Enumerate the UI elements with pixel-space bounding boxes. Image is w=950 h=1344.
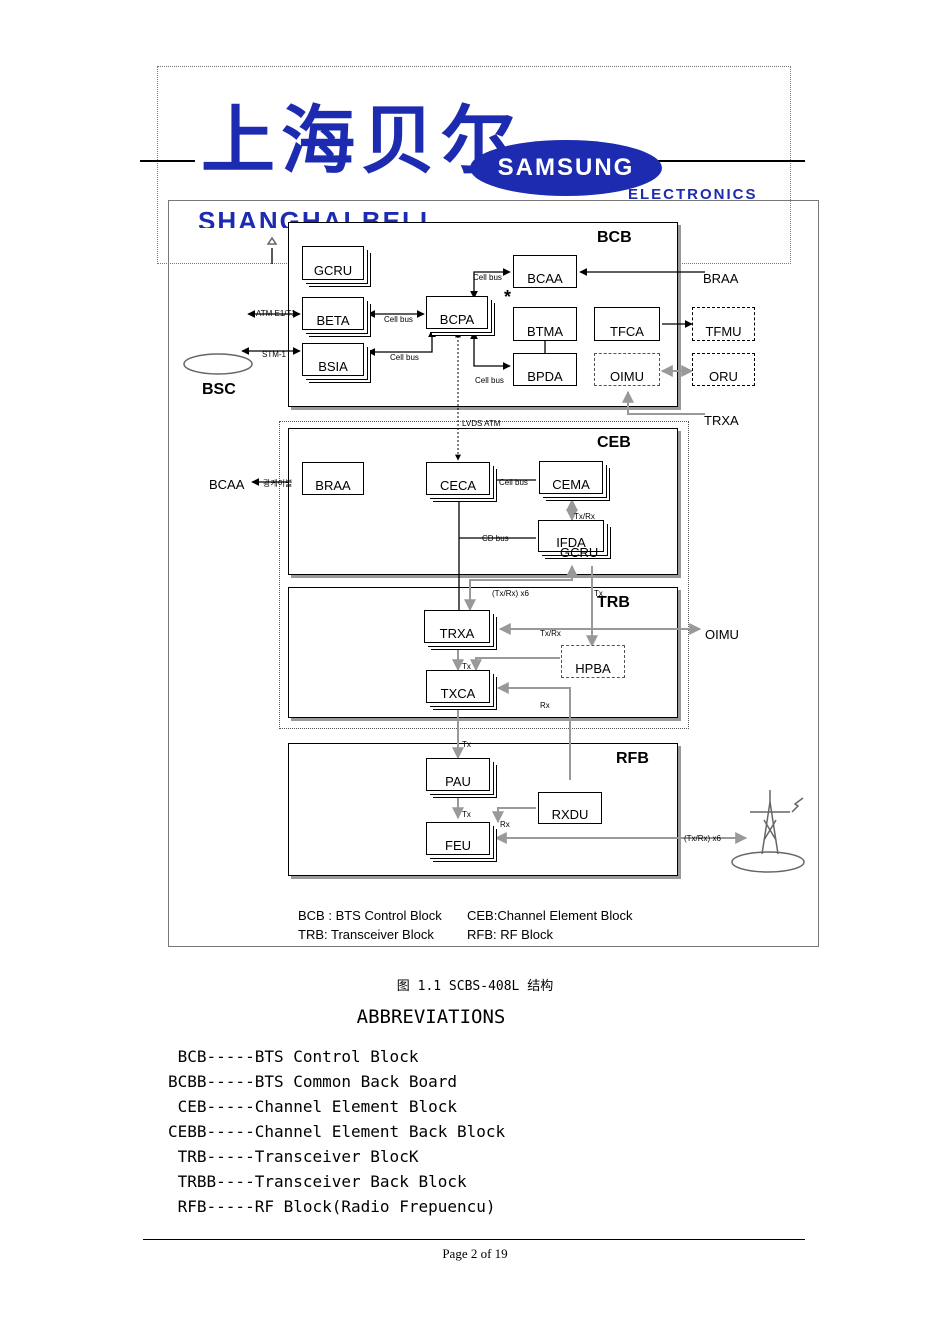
tfca-module: TFCA [594,307,660,341]
oru-module: ORU [692,353,755,386]
txrx-x6-label: (Tx/Rx) x6 [492,589,529,598]
bpda-module: BPDA [513,353,577,386]
cell-bus-label: Cell bus [390,353,419,362]
ceb-trb-dotted-frame [279,421,689,729]
figure-caption: 图 1.1 SCBS-408L 结构 [396,979,554,994]
btma-module: BTMA [513,307,577,341]
gcru-module: GCRU [302,246,364,280]
tx-label: Tx [462,810,471,819]
tx-label: Tx [462,662,471,671]
cd-bus-label: CD bus [482,534,509,543]
footer-rule [143,1239,805,1240]
bcb-title: BCB [597,229,632,246]
external-braa-label: BRAA [703,271,739,286]
txca-module: TXCA [426,670,490,703]
legend-bcb: BCB : BTS Control Block [298,908,442,923]
braa-module: BRAA [302,462,364,495]
abbreviation-item: BCBB-----BTS Common Back Board [168,1072,457,1091]
ceca-module: CECA [426,462,490,495]
feu-module: FEU [426,822,490,855]
asterisk-mark: * [504,287,512,307]
tfmu-module: TFMU [692,307,755,341]
optical-cable-label: 광케이블 [263,479,293,488]
ifda-module: IFDA [538,520,604,552]
txrx-label: Tx/Rx [574,512,595,521]
external-oimu-label: OIMU [705,627,739,642]
rx-label: Rx [540,701,550,710]
cell-bus-label: Cell bus [473,273,502,282]
abbreviation-item: CEBB-----Channel Element Back Block [168,1122,506,1141]
atm-e1t1-label: ATM E1/T1 [256,309,296,318]
abbreviation-item: TRBB----Transceiver Back Block [168,1172,467,1191]
bcpa-module: BCPA [426,296,488,329]
oimu-module: OIMU [594,353,660,386]
beta-module: BETA [302,297,364,330]
trb-title: TRB [597,594,630,611]
hpba-module: HPBA [561,645,625,678]
rx-label: Rx [500,820,510,829]
legend-rfb: RFB: RF Block [467,927,553,942]
bcaa-module: BCAA [513,255,577,288]
rxdu-module: RXDU [538,792,602,824]
cell-bus-label: Cell bus [499,478,528,487]
cema-module: CEMA [539,461,603,494]
pau-module: PAU [426,758,490,791]
external-bcaa-label: BCAA [209,477,245,492]
legend-trb: TRB: Transceiver Block [298,927,434,942]
samsung-electronics-text: ELECTRONICS [628,186,758,203]
trxa-module: TRXA [424,610,490,643]
lvds-atm-label: LVDS ATM [462,419,501,428]
txrx-label: Tx/Rx [540,629,561,638]
tx-label: Tx [594,589,603,598]
samsung-logo: SAMSUNG [470,140,662,196]
abbreviation-item: BCB-----BTS Control Block [168,1047,419,1066]
page-number: Page 2 of 19 [442,1246,508,1261]
ceb-block [288,428,678,575]
rfb-title: RFB [616,750,649,767]
abbreviation-item: CEB-----Channel Element Block [168,1097,457,1116]
abbreviation-item: RFB-----RF Block(Radio Frepuencu) [168,1197,496,1216]
gcru2-label: GCRU [560,545,599,560]
txrx-x6-label: (Tx/Rx) x6 [684,834,721,843]
stm1-label: STM-1 [262,350,286,359]
ceb-title: CEB [597,434,631,451]
tx-label: Tx [462,740,471,749]
bsc-label: BSC [202,381,236,398]
legend-ceb: CEB:Channel Element Block [467,908,633,923]
cell-bus-label: Cell bus [475,376,504,385]
diagram-frame [168,200,819,947]
abbreviations-title: ABBREVIATIONS [356,1006,506,1028]
bsia-module: BSIA [302,343,364,376]
external-trxa-label: TRXA [704,413,739,428]
cell-bus-label: Cell bus [384,315,413,324]
abbreviation-item: TRB-----Transceiver BlocK [168,1147,419,1166]
